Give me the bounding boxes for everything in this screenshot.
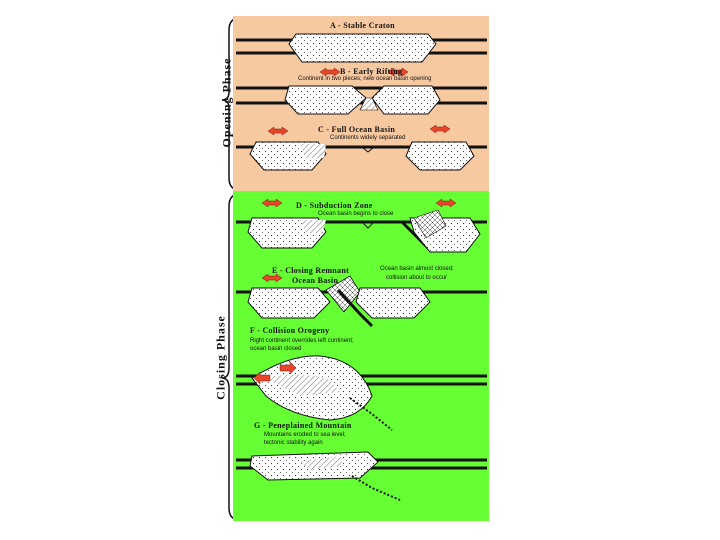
stage-d-diagram [236,198,487,254]
stage-a-title: A - Stable Craton [330,21,395,30]
stage-g-note-line1: Mountains eroded to sea level; [264,432,346,438]
stage-e-note-line2: collision about to occur [386,275,448,281]
stage-f-note-line1: Right continent overrides left continent… [250,338,354,344]
stage-b-diagram [236,67,487,115]
stage-f-note-line2: ocean basin closed [250,346,302,352]
opening-bracket [221,17,241,191]
stage-c-title: C - Full Ocean Basin [318,125,396,134]
stage-e-title-line2: Ocean Basin [292,276,339,285]
stage-f-diagram [236,355,487,431]
stage-d-title: D - Subduction Zone [296,201,373,210]
stage-d-note: Ocean basin begins to close [318,211,394,217]
stage-g-note-line2: tectonic stability again [264,440,323,446]
stage-f-arrows [253,361,297,385]
stage-a-diagram [236,33,487,63]
stage-e-arrows [261,273,283,283]
stage-g-diagram [236,451,487,501]
stage-e-title-line1: E - Closing Remnant [272,266,350,275]
stage-g-title: G - Peneplained Mountain [254,421,352,430]
stage-e-diagram [236,273,487,328]
closing-bracket [221,193,241,521]
stage-b-title: B - Early Rifting [340,67,403,76]
stage-c-diagram [236,124,487,171]
stage-c-note: Continents widely separated [330,135,406,141]
stage-e-note-line1: Ocean basin almost closed; [380,266,454,272]
stage-b-note: Continent in two pieces; new ocean basin… [298,76,432,82]
stage-f-title: F - Collision Orogeny [250,326,330,335]
